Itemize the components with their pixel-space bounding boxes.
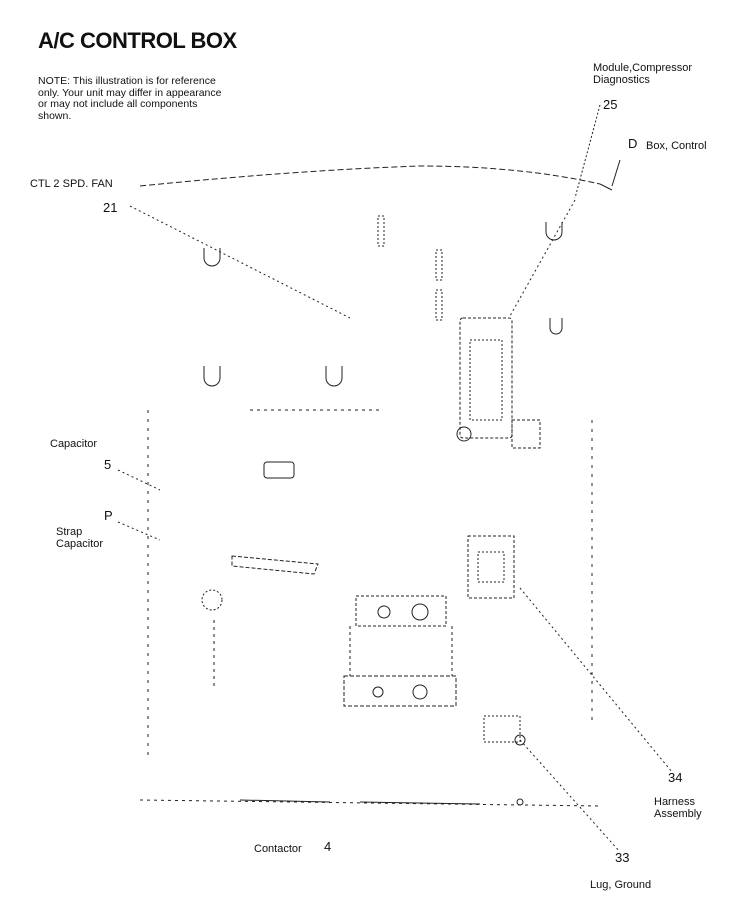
capacitor-label: Capacitor <box>50 438 98 450</box>
callout-number-25: 25 <box>603 97 618 112</box>
callout-number-5: 5 <box>104 457 112 472</box>
callout-number-33: 33 <box>615 850 630 865</box>
callout-number-4: 4 <box>324 839 332 854</box>
module-compressor-diagnostics-label: Module,Compressor Diagnostics <box>593 62 692 86</box>
callout-number-21: 21 <box>103 200 118 215</box>
reference-note: NOTE: This illustration is for reference… <box>38 75 222 122</box>
strap-capacitor-label: Strap Capacitor <box>56 526 103 550</box>
callout-letter-d: D <box>628 136 638 151</box>
box-control-label: Box, Control <box>646 140 707 152</box>
harness-label-line1: Harness <box>654 796 695 808</box>
ctl-2-spd-fan-label: CTL 2 SPD. FAN <box>30 178 113 190</box>
callout-number-34: 34 <box>668 770 683 785</box>
contactor-label: Contactor <box>254 843 302 855</box>
module-label-line2: Diagnostics <box>593 74 650 86</box>
lug-ground-label: Lug, Ground <box>590 879 652 891</box>
module-label-line1: Module,Compressor <box>593 62 693 74</box>
strap-label-line1: Strap <box>56 526 83 538</box>
harness-assembly-label: Harness Assembly <box>654 796 702 820</box>
harness-label-line2: Assembly <box>654 808 702 820</box>
strap-label-line2: Capacitor <box>56 538 104 550</box>
page-title: A/C CONTROL BOX <box>38 28 237 53</box>
callout-letter-p: P <box>104 508 113 523</box>
